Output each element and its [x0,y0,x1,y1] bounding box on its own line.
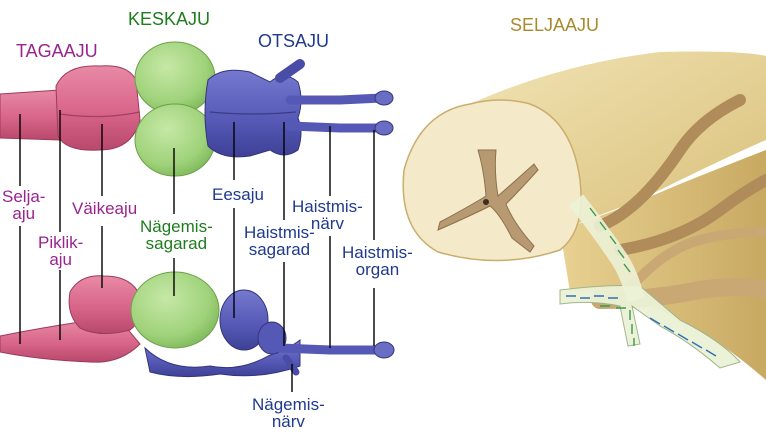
optic-lobe-top-lower [134,103,216,177]
forebrain-lobe-bottom [219,289,269,351]
label-vaikeaju: Väikeaju [72,199,138,218]
label-seljaaju: Selja-aju [2,187,46,223]
label-nagemissagarad: Nägemis-sagarad [140,217,213,253]
optic-lobe-top-upper [134,41,216,115]
optic-lobe-bottom [130,271,220,349]
label-haistmisorgan: Haistmis-organ [342,243,413,279]
label-piklikaju: Piklik-aju [38,233,84,269]
label-haistmissagarad: Haistmis-sagarad [244,223,315,259]
brain-lateral-view [0,271,395,378]
heading-hindbrain: TAGAAJU [16,41,98,61]
label-haistmisnarv: Haistmis-närv [292,197,363,233]
brain-dorsal-view [0,41,394,177]
hindbrain-top [55,65,141,151]
label-eesaju: Eesaju [212,185,264,204]
heading-forebrain: OTSAJU [258,31,330,51]
forebrain-bottom [144,338,301,378]
olfactory-organ-top-upper [374,90,394,106]
leader-lines [19,110,375,392]
heading-spinal-cord: SELJAAJU [510,15,600,35]
cerebellum-bottom [68,275,143,334]
olfactory-organ-top-lower [374,120,394,136]
spinal-cord-illustration [402,51,766,380]
olfactory-organ-bottom [373,341,395,359]
heading-midbrain: KESKAJU [128,9,211,29]
label-nagemisnarv: Nägemis-närv [252,395,325,431]
